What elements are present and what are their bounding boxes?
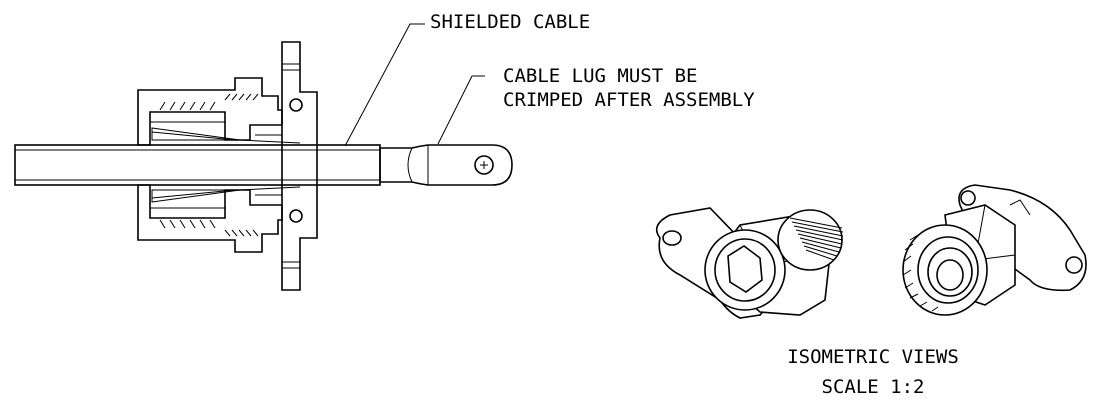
shielded-cable-label: SHIELDED CABLE	[430, 11, 590, 33]
shielded-cable-leader	[344, 23, 425, 147]
isometric-scale-label: SCALE 1:2	[822, 376, 925, 398]
cable-lug-leader	[437, 75, 485, 145]
cable-body	[14, 144, 381, 186]
flange-plate	[281, 41, 318, 291]
gland-body-lower	[137, 184, 283, 253]
cable-gland-section-view	[14, 23, 513, 291]
gland-body-upper	[137, 77, 283, 146]
isometric-views-title: ISOMETRIC VIEWS	[787, 346, 959, 368]
cable-lug-label-line1: CABLE LUG MUST BE	[503, 65, 697, 87]
cable-lug	[379, 144, 513, 186]
lug-hole	[474, 155, 494, 175]
isometric-view-front	[655, 207, 844, 319]
isometric-view-rear	[902, 184, 1087, 316]
cable-lug-label-line2: CRIMPED AFTER ASSEMBLY	[503, 89, 755, 111]
